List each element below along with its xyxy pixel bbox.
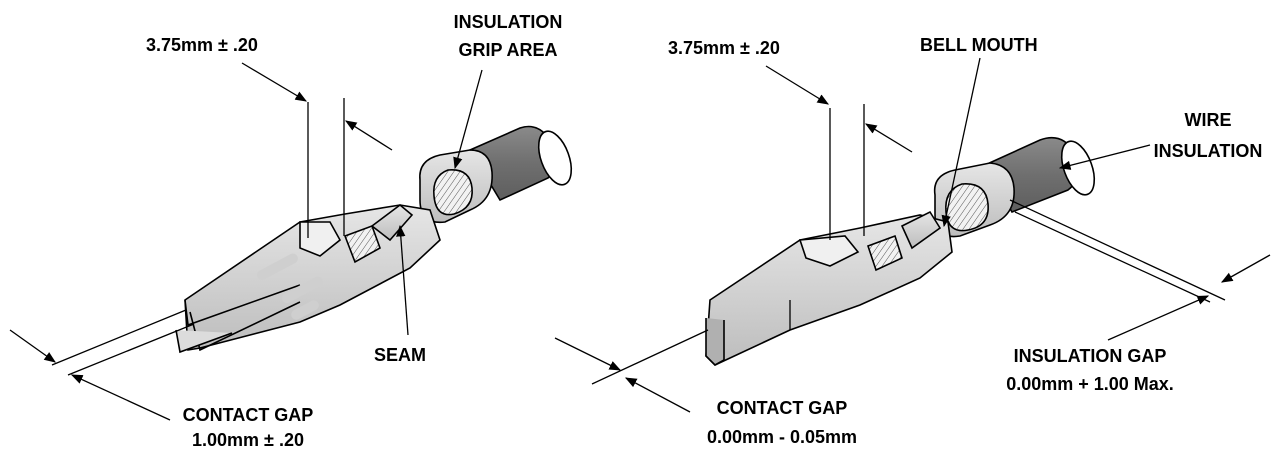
left-grip-leader <box>453 69 483 170</box>
right-ins-gap-line-2 <box>1014 211 1211 303</box>
left-seam-label: SEAM <box>374 345 426 365</box>
right-gap-label-line2: 0.00mm - 0.05mm <box>707 427 857 447</box>
right-dim-leader-1 <box>765 65 829 105</box>
right-gap-label-line1: CONTACT GAP <box>717 398 848 418</box>
left-contact-body <box>175 203 441 354</box>
left-contact-figure: 3.75mm ± .20 INSULATION GRIP AREA SEAM C… <box>9 12 573 450</box>
right-wire-label-line2: INSULATION <box>1154 141 1263 161</box>
right-ins-gap-line-1 <box>1009 199 1226 301</box>
left-dim-label: 3.75mm ± .20 <box>146 35 258 55</box>
left-grip-label-line2: GRIP AREA <box>458 40 557 60</box>
right-gap-leader-2 <box>624 377 691 413</box>
left-dim-leader-2 <box>345 120 393 151</box>
left-gap-line-1 <box>51 309 187 366</box>
left-gap-label-line2: 1.00mm ± .20 <box>192 430 304 450</box>
right-ins-gap-label-line2: 0.00mm + 1.00 Max. <box>1006 374 1174 394</box>
left-gap-leader-2 <box>70 374 171 421</box>
right-contact-figure: 3.75mm ± .20 BELL MOUTH WIRE INSULATION … <box>554 35 1271 447</box>
left-seam-leader <box>396 224 409 336</box>
right-insulation-grip <box>933 162 1015 238</box>
right-bell-label: BELL MOUTH <box>920 35 1038 55</box>
right-ins-gap-label-line1: INSULATION GAP <box>1014 346 1167 366</box>
right-ins-gap-leader-1 <box>1220 254 1271 283</box>
right-wire-leader <box>1058 144 1151 170</box>
right-bell-leader <box>941 57 981 228</box>
right-gap-leader-1 <box>554 337 622 371</box>
left-grip-label-line1: INSULATION <box>454 12 563 32</box>
right-wire-label-line1: WIRE <box>1185 110 1232 130</box>
right-ins-gap-leader-2 <box>1107 295 1210 341</box>
left-gap-line-2 <box>67 323 195 376</box>
right-dim-label: 3.75mm ± .20 <box>668 38 780 58</box>
left-gap-label-line1: CONTACT GAP <box>183 405 314 425</box>
right-gap-line <box>591 329 709 385</box>
right-dim-leader-2 <box>865 123 913 153</box>
left-insulation-grip <box>419 149 493 224</box>
right-contact-body <box>705 210 953 366</box>
left-dim-leader-1 <box>241 62 308 102</box>
left-gap-leader-1 <box>9 329 56 363</box>
